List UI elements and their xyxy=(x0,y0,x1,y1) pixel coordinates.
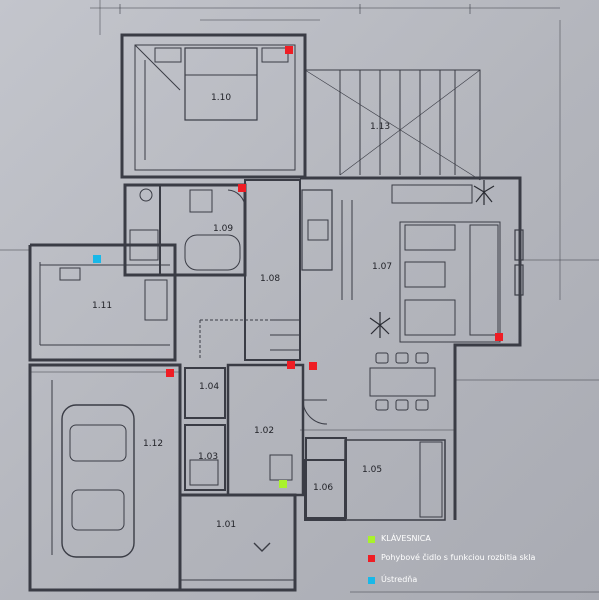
room-label-1-01: 1.01 xyxy=(216,520,237,530)
legend-panel-swatch xyxy=(368,577,375,584)
room-label-1-10: 1.10 xyxy=(211,93,232,103)
room-label-1-03: 1.03 xyxy=(198,452,219,462)
legend-keypad-swatch xyxy=(368,536,375,543)
motion-sensor-marker xyxy=(309,362,317,370)
room-label-1-05: 1.05 xyxy=(362,465,383,475)
motion-sensor-marker xyxy=(238,184,246,192)
room-label-1-07: 1.07 xyxy=(372,262,393,272)
room-label-1-11: 1.11 xyxy=(92,301,113,311)
legend-motion-swatch xyxy=(368,555,375,562)
room-label-1-02: 1.02 xyxy=(254,426,275,436)
room-label-1-06: 1.06 xyxy=(313,483,334,493)
legend-keypad-label: KLÁVESNICA xyxy=(381,534,431,543)
room-label-1-08: 1.08 xyxy=(260,274,281,284)
legend-motion-label: Pohybové čidlo s funkciou rozbitia skla xyxy=(381,553,536,562)
keypad-marker xyxy=(279,480,287,488)
motion-sensor-marker xyxy=(166,369,174,377)
control-panel-marker xyxy=(93,255,101,263)
motion-sensor-marker xyxy=(287,361,295,369)
room-label-1-04: 1.04 xyxy=(199,382,220,392)
room-label-1-13: 1.13 xyxy=(370,122,391,132)
legend-panel-label: Ústredňa xyxy=(381,575,418,584)
motion-sensor-marker xyxy=(495,333,503,341)
room-label-1-12: 1.12 xyxy=(143,439,164,449)
room-label-1-09: 1.09 xyxy=(213,224,234,234)
motion-sensor-marker xyxy=(285,46,293,54)
